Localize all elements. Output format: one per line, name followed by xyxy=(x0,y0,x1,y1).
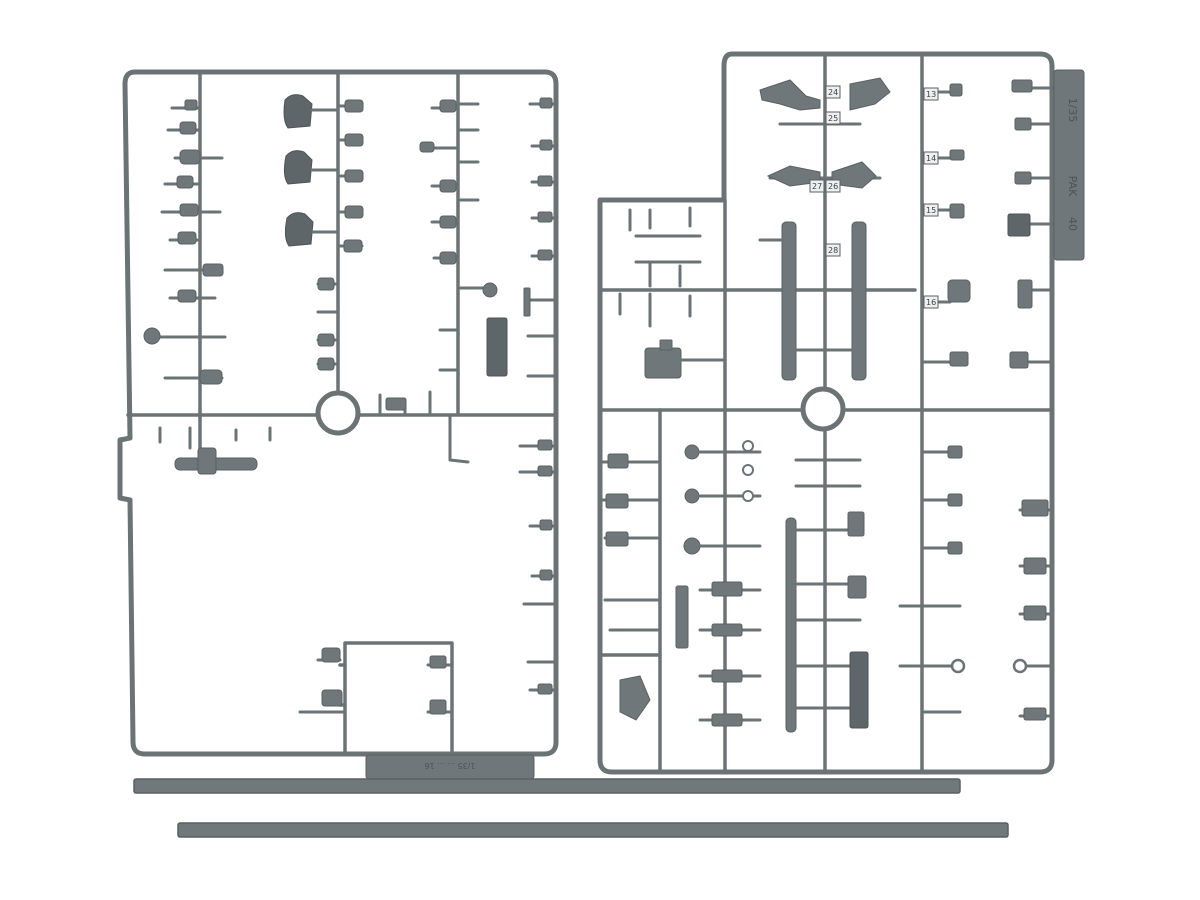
part-number-tag: 13 xyxy=(926,90,936,99)
plate-text-pak: PAK xyxy=(1066,176,1079,197)
left-sprue-parts xyxy=(143,94,557,780)
right-sprue-gate-ring xyxy=(800,386,846,432)
part-number-tag: 14 xyxy=(926,154,936,163)
left-sprue-plate-text: 1/35 ... ... 16 xyxy=(424,761,475,770)
right-sprue-label-plate xyxy=(1053,69,1085,261)
part-number-tag: 16 xyxy=(926,298,936,307)
right-sprue-frame xyxy=(597,51,1055,775)
part-number-tags: 24 25 27 26 28 13 14 15 16 xyxy=(809,85,939,309)
right-sprue-parts xyxy=(598,77,1054,733)
loose-rod-upper xyxy=(133,778,961,794)
part-number-tag: 25 xyxy=(828,114,838,123)
part-number-tag: 27 xyxy=(812,182,822,191)
loose-rod-lower xyxy=(177,822,1009,838)
plate-text-40: 40 xyxy=(1066,217,1079,231)
part-number-tag: 26 xyxy=(828,182,838,191)
part-number-tag: 28 xyxy=(828,246,838,255)
part-number-tag: 24 xyxy=(828,88,838,97)
plate-text-scale: 1/35 xyxy=(1066,98,1079,123)
part-number-tag: 15 xyxy=(926,206,936,215)
left-sprue-gate-ring xyxy=(315,390,361,436)
